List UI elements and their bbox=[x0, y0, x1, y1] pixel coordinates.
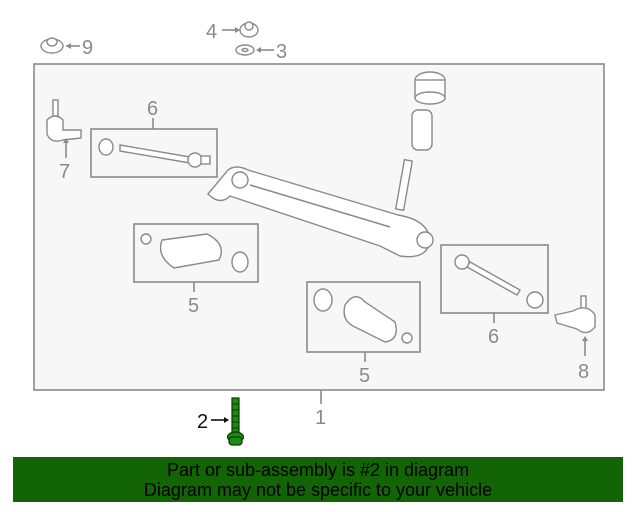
tie-rod-end-7[interactable]: 7 bbox=[46, 99, 82, 183]
nut-9[interactable]: 9 bbox=[40, 37, 93, 59]
assembly-panel bbox=[33, 63, 605, 391]
washer-3[interactable]: 3 bbox=[235, 41, 287, 63]
callout-6-right: 6 bbox=[488, 326, 499, 348]
info-banner: Part or sub-assembly is #2 in diagram Di… bbox=[13, 457, 623, 502]
callout-2: 2 bbox=[197, 411, 208, 433]
callout-4: 4 bbox=[206, 21, 217, 43]
callout-3: 3 bbox=[276, 41, 287, 63]
callout-9: 9 bbox=[82, 37, 93, 59]
banner-line-2: Diagram may not be specific to your vehi… bbox=[143, 480, 493, 500]
boot-kit-5-right[interactable]: 5 bbox=[306, 281, 421, 387]
callout-7: 7 bbox=[59, 161, 70, 183]
boot-kit-5-left[interactable]: 5 bbox=[133, 223, 259, 317]
bolt-2[interactable]: 2 bbox=[197, 397, 245, 446]
tie-rod-end-8[interactable]: 8 bbox=[554, 295, 596, 383]
steering-rack-1[interactable]: 1 bbox=[207, 71, 446, 429]
inner-tie-rod-6-left[interactable]: 6 bbox=[90, 98, 218, 178]
callout-6-left: 6 bbox=[147, 98, 158, 120]
callout-5-right: 5 bbox=[359, 365, 370, 387]
nut-4[interactable]: 4 bbox=[206, 21, 259, 43]
inner-tie-rod-6-right[interactable]: 6 bbox=[440, 244, 549, 348]
callout-1: 1 bbox=[315, 407, 326, 429]
banner-line-1: Part or sub-assembly is #2 in diagram bbox=[166, 460, 470, 480]
callout-5-left: 5 bbox=[188, 295, 199, 317]
callout-8: 8 bbox=[578, 361, 589, 383]
